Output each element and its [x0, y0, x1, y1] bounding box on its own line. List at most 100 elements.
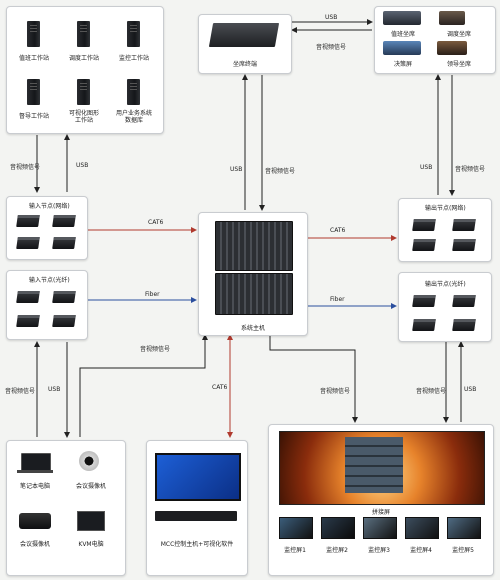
input-node-network-panel: 输入节点(网络)	[6, 196, 88, 260]
sources-panel: 笔记本电脑 会议摄像机 会议摄像机 KVM电脑	[6, 440, 126, 576]
workstation-icon	[77, 79, 90, 105]
node-device-icon	[452, 319, 476, 331]
node-device-icon	[52, 237, 76, 249]
output-node-network-title: 输出节点(网络)	[425, 205, 466, 212]
label-usb-terminal: USB	[325, 14, 338, 21]
label-usb-out: USB	[464, 386, 477, 393]
label-cat6-mcc: CAT6	[212, 384, 228, 391]
node-device-icon	[452, 295, 476, 307]
label-usb-top: USB	[76, 162, 89, 169]
monitor-icon	[321, 517, 355, 539]
workstation-icon	[27, 21, 40, 47]
workstation-label: 督导工作站	[18, 113, 50, 120]
mcc-label: MCC控制主机+可视化软件	[160, 541, 234, 548]
label-av-top: 音视频信号	[10, 164, 41, 171]
workstation-icon	[27, 79, 40, 105]
label-cat6-out: CAT6	[330, 227, 346, 234]
host-to-splice-line	[269, 335, 358, 423]
label-av-sources: 音视频信号	[5, 388, 36, 395]
workstation-label: 用户业务系统 数据库	[115, 110, 153, 124]
output-node-network-panel: 输出节点(网络)	[398, 198, 492, 262]
workstation-icon	[127, 21, 140, 47]
output-node-fiber-title: 输出节点(光纤)	[425, 281, 466, 288]
seat-label: 调度坐席	[446, 31, 472, 38]
terminal-panel: 坐席终端	[198, 14, 292, 74]
output-node-fiber-panel: 输出节点(光纤)	[398, 272, 492, 342]
laptop-base-icon	[17, 470, 53, 473]
system-host-panel: 系统主机	[198, 212, 308, 336]
seat-label: 决策屏	[393, 61, 413, 68]
sources-to-host-line	[79, 334, 208, 437]
node-device-icon	[452, 219, 476, 231]
input-node-fiber-panel: 输入节点(光纤)	[6, 270, 88, 340]
node-device-icon	[52, 215, 76, 227]
label-fiber-in: Fiber	[145, 291, 160, 298]
workstation-label: 调度工作站	[68, 55, 100, 62]
camcorder-icon	[19, 513, 51, 529]
monitor-label: 监控屏5	[452, 547, 474, 554]
label-av-terminal: 音视频信号	[316, 44, 347, 51]
terminal-label: 坐席终端	[232, 61, 258, 68]
system-host-chassis-icon	[215, 273, 293, 315]
input-node-fiber-title: 输入节点(光纤)	[29, 277, 70, 284]
kvm-icon	[77, 511, 105, 531]
seats-panel: 值班坐席 调度坐席 决策屏 领导坐席	[374, 6, 496, 74]
workstation-label: 值班工作站	[18, 55, 50, 62]
workstation-icon	[127, 79, 140, 105]
system-host-chassis-icon	[215, 221, 293, 271]
label-av-mid: 音视频信号	[140, 346, 171, 353]
source-label: 笔记本电脑	[19, 483, 51, 490]
mcc-screen-icon	[155, 453, 241, 501]
monitor-icon	[279, 517, 313, 539]
seat-label: 领导坐席	[446, 61, 472, 68]
node-device-icon	[16, 215, 40, 227]
workstation-label: 可视化图形 工作站	[68, 110, 100, 124]
label-av-seats: 音视频信号	[455, 166, 486, 173]
node-device-icon	[52, 291, 76, 303]
node-device-icon	[412, 219, 436, 231]
video-wall-center-icon	[345, 437, 403, 493]
source-label: 会议摄像机	[19, 541, 51, 548]
monitor-label: 监控屏4	[410, 547, 432, 554]
node-device-icon	[412, 239, 436, 251]
mcc-panel: MCC控制主机+可视化软件	[146, 440, 248, 576]
workstations-panel: 值班工作站 调度工作站 监控工作站 督导工作站 可视化图形 工作站 用户业务系统…	[6, 6, 164, 134]
label-av-out: 音视频信号	[416, 388, 447, 395]
monitor-label: 监控屏3	[368, 547, 390, 554]
node-device-icon	[16, 291, 40, 303]
seat-icon	[437, 41, 467, 55]
label-fiber-out: Fiber	[330, 296, 345, 303]
system-host-label: 系统主机	[240, 325, 266, 332]
splice-screen-label: 拼接屏	[371, 509, 391, 516]
monitor-label: 监控屏1	[284, 547, 306, 554]
node-device-icon	[16, 315, 40, 327]
splice-screen-panel: 拼接屏 监控屏1 监控屏2 监控屏3 监控屏4 监控屏5	[268, 424, 494, 576]
node-device-icon	[16, 237, 40, 249]
label-usb-host: USB	[230, 166, 243, 173]
monitor-icon	[363, 517, 397, 539]
node-device-icon	[412, 319, 436, 331]
label-av-splice: 音视频信号	[320, 388, 351, 395]
label-av-host: 音视频信号	[265, 168, 296, 175]
monitor-label: 监控屏2	[326, 547, 348, 554]
label-usb-seats: USB	[420, 164, 433, 171]
node-device-icon	[52, 315, 76, 327]
node-device-icon	[452, 239, 476, 251]
input-node-network-title: 输入节点(网络)	[29, 203, 70, 210]
source-label: 会议摄像机	[75, 483, 107, 490]
seat-icon	[383, 11, 421, 25]
label-cat6-in: CAT6	[148, 219, 164, 226]
source-label: KVM电脑	[78, 541, 104, 548]
monitor-icon	[405, 517, 439, 539]
monitor-icon	[447, 517, 481, 539]
node-device-icon	[412, 295, 436, 307]
workstation-label: 监控工作站	[118, 55, 150, 62]
label-usb-sources: USB	[48, 386, 61, 393]
mcc-host-icon	[155, 511, 237, 521]
seat-label: 值班坐席	[390, 31, 416, 38]
seat-icon	[439, 11, 465, 25]
workstation-icon	[77, 21, 90, 47]
camera-icon	[79, 451, 99, 471]
seat-icon	[383, 41, 421, 55]
